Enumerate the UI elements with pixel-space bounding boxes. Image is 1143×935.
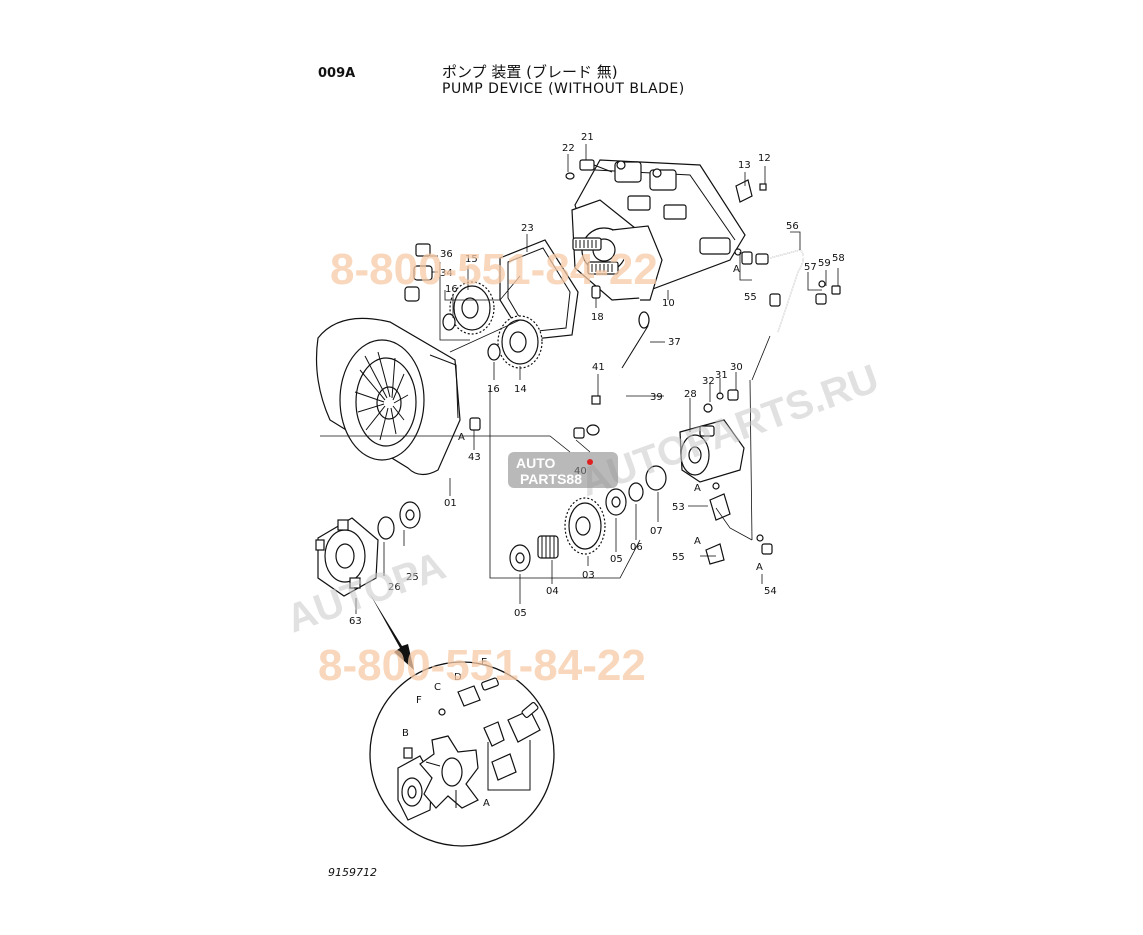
callout-A1: A [733, 264, 740, 275]
callout-56: 56 [786, 221, 799, 232]
callout-23: 23 [521, 223, 534, 234]
callout-32: 32 [702, 376, 715, 387]
watermarks: 8-800-551-84-22 8-800-551-84-22 AUTOPART… [281, 245, 885, 690]
callout-53: 53 [672, 502, 685, 513]
callout-F: F [416, 695, 422, 706]
callout-21: 21 [581, 132, 594, 143]
clamp-57 [769, 293, 781, 307]
callout-54: 54 [764, 586, 777, 597]
elbow-55 [705, 543, 725, 565]
callout-37: 37 [668, 337, 681, 348]
snap-ring-07 [645, 465, 667, 491]
callout-15: 15 [465, 254, 478, 265]
callout-06: 06 [630, 542, 643, 553]
callout-22: 22 [562, 143, 575, 154]
callout-01: 01 [444, 498, 457, 509]
callout-13: 13 [738, 160, 751, 171]
callout-05b: 05 [514, 608, 527, 619]
bolt-40 [573, 427, 585, 439]
title-english: PUMP DEVICE (WITHOUT BLADE) [442, 81, 685, 97]
gear-03 [564, 497, 606, 555]
drawing-number: 9159712 [328, 866, 377, 879]
leader-lines [320, 144, 839, 614]
title-japanese: ポンプ 装置 (ブレード 無) [442, 63, 618, 81]
watermark-logo: AUTO PARTS88 [508, 452, 618, 488]
callout-A3: A [694, 483, 701, 494]
callout-labels: 21 22 23 13 12 10 18 56 57 59 58 A 55 36… [349, 132, 845, 809]
coupling-63 [315, 517, 379, 597]
callout-A2: A [458, 432, 465, 443]
fitting-36 [415, 243, 431, 257]
callout-14: 14 [514, 384, 527, 395]
screw-12 [759, 183, 767, 191]
gear-14 [497, 315, 543, 369]
callout-30: 30 [730, 362, 743, 373]
snap-ring-16b [487, 343, 501, 361]
bolt-21 [579, 159, 613, 173]
callout-31: 31 [715, 370, 728, 381]
callout-A6: A [483, 798, 490, 809]
bolt-30 [727, 389, 739, 401]
gear-pump-28 [679, 419, 745, 483]
pump-housing-01 [315, 317, 461, 476]
spline-shaft-04 [537, 535, 559, 559]
callout-59: 59 [818, 258, 831, 269]
callout-03: 03 [582, 570, 595, 581]
snap-ring-06 [628, 482, 644, 502]
callout-A4: A [694, 536, 701, 547]
callout-43: 43 [468, 452, 481, 463]
callout-26: 26 [388, 582, 401, 593]
logo-line2: PARTS88 [520, 471, 582, 487]
callout-55b: 55 [672, 552, 685, 563]
plug-54 [761, 543, 773, 555]
callout-57: 57 [804, 262, 817, 273]
callout-05a: 05 [610, 554, 623, 565]
callout-C: C [434, 682, 441, 693]
coupling-detail-view [369, 661, 555, 847]
callout-E: E [481, 657, 487, 668]
callout-12: 12 [758, 153, 771, 164]
snap-ring-26 [377, 516, 395, 540]
main-pump [571, 159, 746, 301]
page-code: 009A [318, 66, 356, 81]
callout-58: 58 [832, 253, 845, 264]
callout-07: 07 [650, 526, 663, 537]
watermark-site: AUTOPARTS.RU [574, 356, 884, 505]
callout-A5: A [756, 562, 763, 573]
snap-ring-16a [442, 313, 456, 331]
washer-22 [565, 172, 575, 180]
callout-36: 36 [440, 249, 453, 260]
callout-D: D [454, 672, 462, 683]
block-d [457, 685, 481, 707]
bolt-41 [591, 395, 601, 405]
logo-line1: AUTO [516, 455, 556, 471]
callout-16a: 16 [445, 284, 458, 295]
setscrew-b [403, 747, 413, 759]
callout-28: 28 [684, 389, 697, 400]
oring-32 [703, 403, 713, 413]
callout-39: 39 [650, 392, 663, 403]
callout-63: 63 [349, 616, 362, 627]
watermark-phone-bottom: 8-800-551-84-22 [318, 641, 646, 690]
callout-25: 25 [406, 572, 419, 583]
pin-c [438, 708, 446, 716]
callout-34: 34 [440, 268, 453, 279]
callout-18: 18 [591, 312, 604, 323]
callout-55a: 55 [744, 292, 757, 303]
callout-41: 41 [592, 362, 605, 373]
bolt-43 [469, 417, 481, 431]
watermark-phone-top: 8-800-551-84-22 [330, 245, 658, 294]
callout-04: 04 [546, 586, 559, 597]
detail-arrow [370, 594, 414, 670]
bolt-e [481, 677, 499, 691]
pipe-56 [769, 249, 804, 333]
plate-13 [735, 179, 753, 203]
callout-B: B [402, 728, 409, 739]
nut-34 [413, 265, 433, 281]
gear-15 [449, 281, 495, 335]
callout-16b: 16 [487, 384, 500, 395]
callout-10: 10 [662, 298, 675, 309]
elbow-53 [709, 493, 731, 521]
